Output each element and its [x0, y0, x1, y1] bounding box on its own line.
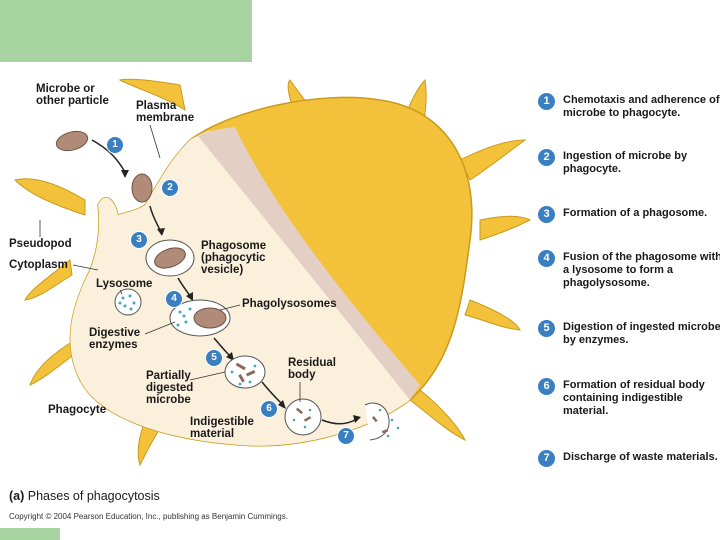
step-badge-4: 4 — [165, 290, 183, 308]
step-number-badge: 2 — [538, 149, 555, 166]
step-number-badge: 1 — [538, 93, 555, 110]
label-microbe: Microbe or other particle — [36, 83, 109, 107]
step-number-badge: 3 — [538, 206, 555, 223]
label-plasma-membrane: Plasma membrane — [136, 100, 195, 124]
residual-body — [284, 398, 322, 436]
step-badge-2: 2 — [161, 179, 179, 197]
pseudopod-extension — [29, 339, 81, 386]
label-cytoplasm: Cytoplasm — [9, 259, 68, 271]
step-text: Discharge of waste materials. — [563, 451, 718, 463]
step-number-badge: 4 — [538, 250, 555, 267]
header-tab-decoration — [0, 0, 252, 62]
step-badge-1: 1 — [106, 136, 124, 154]
label-pseudopod: Pseudopod — [9, 238, 72, 250]
label-residual-body: Residual body — [288, 357, 336, 381]
step-text: Digestion of ingested microbe by enzymes… — [563, 321, 720, 346]
label-lysosome: Lysosome — [96, 278, 153, 290]
label-partially-digested-microbe: Partially digested microbe — [146, 370, 194, 406]
step-text: Formation of residual body containing in… — [563, 379, 705, 417]
phagosome-microbe — [154, 247, 186, 269]
arrow — [213, 337, 231, 357]
cytoplasm-cross-section — [70, 131, 411, 446]
pseudopod-extension — [479, 215, 532, 241]
cell-cut-band — [198, 127, 420, 400]
step-badge-6: 6 — [260, 400, 278, 418]
pseudopod-extension — [459, 139, 527, 181]
leader-line — [119, 289, 123, 295]
label-indigestible-material: Indigestible material — [190, 416, 254, 440]
step-text: Chemotaxis and adherence of microbe to p… — [563, 94, 720, 119]
arrow — [261, 381, 283, 405]
arrow — [321, 419, 356, 425]
pseudopod-extension — [409, 389, 467, 442]
ingested-microbe — [131, 173, 153, 203]
label-phagocyte: Phagocyte — [48, 404, 107, 416]
lysosome — [114, 288, 142, 316]
pseudopod-extension — [24, 259, 73, 301]
step-number-badge: 7 — [538, 450, 555, 467]
leader-line — [149, 124, 161, 159]
figure-caption: (a) Phases of phagocytosis — [9, 489, 160, 503]
arrow — [91, 139, 126, 173]
pseudopod-extension — [464, 299, 521, 331]
copyright-notice: Copyright © 2004 Pearson Education, Inc.… — [9, 512, 288, 521]
pseudopod-extension — [14, 178, 86, 216]
pseudopod-extension — [118, 78, 186, 112]
step-number-badge: 6 — [538, 378, 555, 395]
caption-title: Phases of phagocytosis — [27, 489, 160, 503]
label-digestive-enzymes: Digestive enzymes — [89, 327, 141, 351]
leader-line — [219, 304, 241, 311]
leader-line — [189, 371, 226, 381]
footer-tab-decoration — [0, 528, 60, 540]
step-text: Ingestion of microbe by phagocyte. — [563, 150, 688, 175]
label-phagolysosomes: Phagolysosomes — [242, 298, 337, 310]
caption-part: (a) — [9, 489, 25, 503]
step-text: Formation of a phagosome. — [563, 207, 708, 219]
phagolysosome-microbe — [193, 307, 227, 329]
label-phagosome: Phagosome (phagocytic vesicle) — [201, 240, 267, 276]
step-badge-7: 7 — [337, 427, 355, 445]
leader-line — [72, 264, 99, 271]
step-badge-3: 3 — [130, 231, 148, 249]
step-badge-5: 5 — [205, 349, 223, 367]
arrow — [149, 205, 161, 231]
microbe — [55, 130, 89, 152]
step-text: Fusion of the phagosome with a lysosome … — [563, 251, 720, 289]
step-number-badge: 5 — [538, 320, 555, 337]
leader-line — [144, 321, 176, 335]
